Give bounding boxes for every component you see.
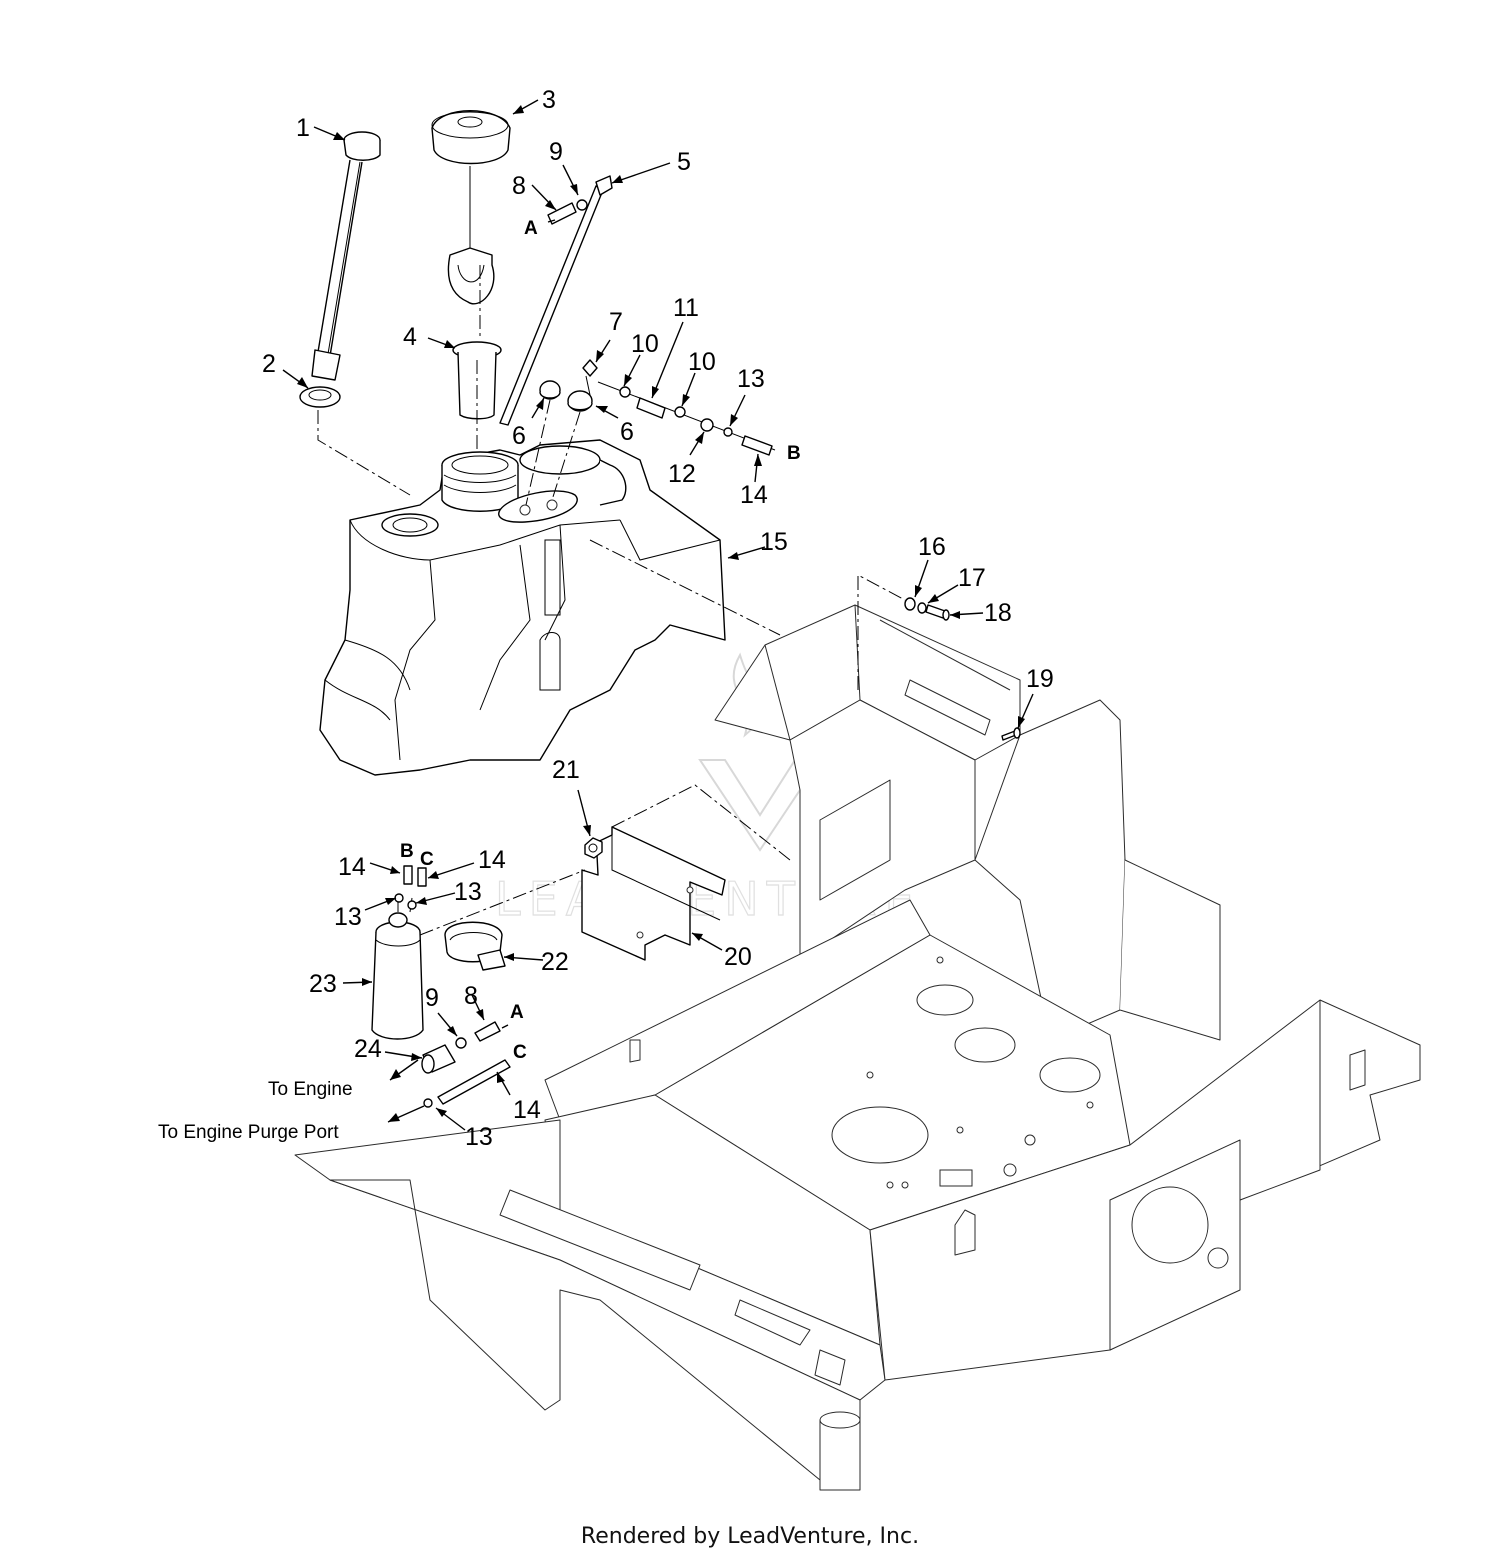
callout-18: 18 <box>984 599 1012 627</box>
callout-13-filter-left: 13 <box>334 903 362 931</box>
callout-11: 11 <box>673 294 699 322</box>
callout-14-top: 14 <box>740 481 768 509</box>
letter-a-bottom: A <box>510 1002 524 1023</box>
charcoal-canister <box>371 897 424 1040</box>
fuel-sender <box>311 131 381 381</box>
mower-frame <box>294 604 1421 1491</box>
callout-8-top: 8 <box>512 172 526 200</box>
letter-b-filter: B <box>400 841 414 862</box>
letter-c-filter: C <box>420 849 434 870</box>
callout-4: 4 <box>403 323 417 351</box>
note-to-engine-purge-port: To Engine Purge Port <box>158 1122 339 1143</box>
callout-24: 24 <box>354 1035 382 1063</box>
callout-22: 22 <box>541 948 569 976</box>
callout-20: 20 <box>724 943 752 971</box>
callout-10-right: 10 <box>688 348 716 376</box>
canister-fittings <box>394 865 427 910</box>
callout-5: 5 <box>677 148 691 176</box>
callout-6-left: 6 <box>512 422 526 450</box>
callout-6-right: 6 <box>620 418 634 446</box>
hex-nut <box>584 837 603 859</box>
vent-tube-assembly <box>499 175 613 426</box>
note-to-engine: To Engine <box>268 1079 353 1100</box>
callout-14-filter-left: 14 <box>338 853 366 881</box>
tank-grommets <box>539 380 593 412</box>
letter-c-bottom: C <box>513 1042 527 1063</box>
callout-labels: 1 2 3 4 5 6 6 7 8 8 9 9 10 10 11 12 13 1… <box>262 86 1054 1151</box>
callout-17: 17 <box>958 564 986 592</box>
assembly-lines <box>317 265 906 936</box>
callout-14-bottom: 14 <box>513 1096 541 1124</box>
callout-21: 21 <box>552 756 580 784</box>
elbow-fitting <box>582 359 598 396</box>
vent-hose-line <box>597 381 776 456</box>
callout-9-top: 9 <box>549 138 563 166</box>
sender-grommet <box>299 386 341 408</box>
callout-23: 23 <box>309 970 337 998</box>
callout-8-bottom: 8 <box>464 982 478 1010</box>
callout-7: 7 <box>609 308 623 336</box>
callout-2: 2 <box>262 350 276 378</box>
tank-mount-hardware <box>904 597 950 621</box>
purge-hose <box>423 1059 511 1108</box>
callout-13-filter-right: 13 <box>454 878 482 906</box>
callout-14-filter-right: 14 <box>478 846 506 874</box>
callout-10-left: 10 <box>631 330 659 358</box>
callout-13-top: 13 <box>737 365 765 393</box>
routing-notes: To Engine To Engine Purge Port <box>158 1079 353 1143</box>
fuel-cap <box>431 110 511 305</box>
leader-arrowheads <box>297 105 1025 1122</box>
letter-a-top: A <box>524 218 538 239</box>
callout-16: 16 <box>918 533 946 561</box>
connection-letters: A B B C A C <box>400 218 801 1063</box>
callout-19: 19 <box>1026 665 1054 693</box>
callout-15: 15 <box>760 528 788 556</box>
inline-fuel-filter <box>421 1021 501 1074</box>
callout-13-bottom: 13 <box>465 1123 493 1151</box>
letter-b-right: B <box>787 443 801 464</box>
callout-3: 3 <box>542 86 556 114</box>
band-clamp <box>444 921 506 971</box>
callout-12: 12 <box>668 460 696 488</box>
fuel-tank <box>319 439 726 776</box>
callout-9-bottom: 9 <box>425 984 439 1012</box>
footer-credit: Rendered by LeadVenture, Inc. <box>580 1524 920 1549</box>
callout-1: 1 <box>296 114 310 142</box>
frame-screw <box>1001 727 1021 741</box>
